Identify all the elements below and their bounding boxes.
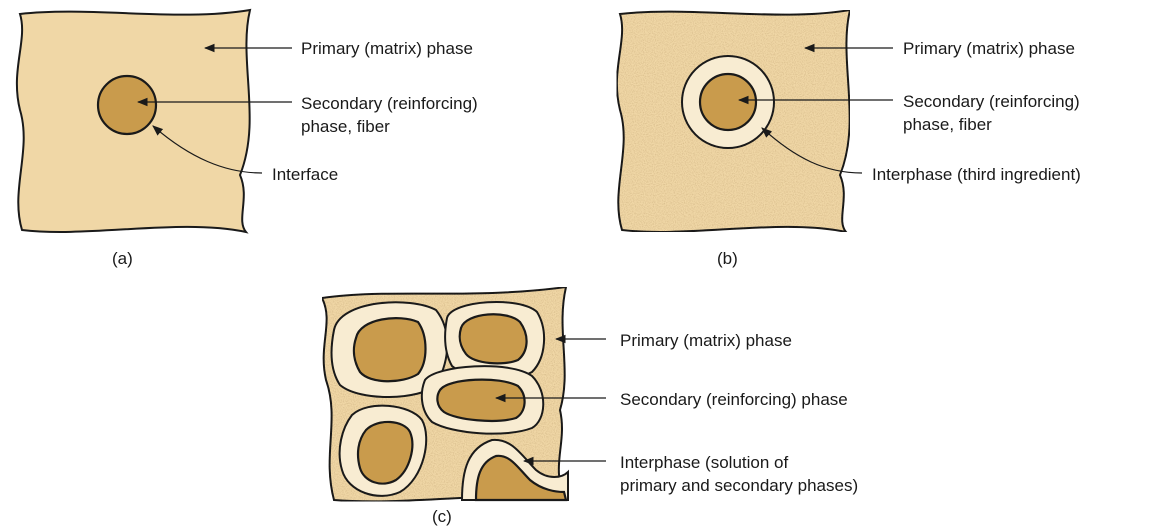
label-secondary-c: Secondary (reinforcing) phase — [620, 390, 848, 409]
panel-a: Primary (matrix) phase Secondary (reinfo… — [17, 10, 478, 268]
label-secondary-a-2: phase, fiber — [301, 117, 390, 136]
particle-3 — [437, 380, 524, 421]
label-secondary-a-1: Secondary (reinforcing) — [301, 94, 478, 113]
label-primary-b: Primary (matrix) phase — [903, 39, 1075, 58]
label-interphase-c-2: primary and secondary phases) — [620, 476, 858, 495]
label-secondary-b-1: Secondary (reinforcing) — [903, 92, 1080, 111]
label-primary-a: Primary (matrix) phase — [301, 39, 473, 58]
caption-b: (b) — [717, 249, 738, 268]
label-interphase-b: Interphase (third ingredient) — [872, 165, 1081, 184]
fiber-a — [98, 76, 156, 134]
caption-a: (a) — [112, 249, 133, 268]
panel-b: Primary (matrix) phase Secondary (reinfo… — [617, 10, 1081, 268]
label-secondary-b-2: phase, fiber — [903, 115, 992, 134]
label-interface-a: Interface — [272, 165, 338, 184]
label-primary-c: Primary (matrix) phase — [620, 331, 792, 350]
caption-c: (c) — [432, 507, 452, 526]
panel-c: Primary (matrix) phase Secondary (reinfo… — [322, 287, 858, 526]
fiber-b — [700, 74, 756, 130]
particle-2 — [460, 314, 527, 363]
particle-1 — [354, 318, 426, 381]
label-interphase-c-1: Interphase (solution of — [620, 453, 788, 472]
